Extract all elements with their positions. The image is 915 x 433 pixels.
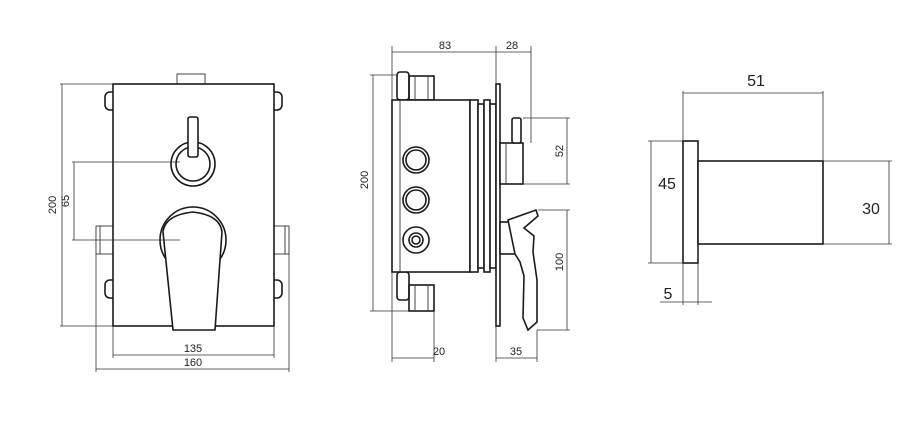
side-knob (499, 117, 524, 185)
wall-plate (495, 83, 501, 327)
side-view: 83 28 200 52 100 20 35 (359, 40, 570, 362)
side-dimensions (370, 46, 570, 362)
front-dim-total-width: 160 (184, 357, 202, 369)
knob-dim-length: 51 (747, 73, 765, 90)
side-dim-plate-depth: 28 (506, 40, 518, 52)
side-dim-total-height: 200 (359, 171, 371, 189)
valve-body (391, 99, 471, 273)
side-dim-knob-height: 52 (554, 145, 566, 157)
knob-dimensions (648, 91, 892, 305)
knob-dim-flange-height: 45 (658, 176, 676, 193)
front-dim-total-height: 200 (47, 196, 59, 214)
knob-dim-flange-thickness: 5 (664, 286, 673, 303)
knob-detail: 51 45 30 5 (648, 73, 892, 305)
side-dim-body-depth: 83 (439, 40, 451, 52)
knob-dim-body-height: 30 (862, 201, 880, 218)
front-view: 200 65 135 160 (47, 73, 290, 372)
flange-rings (469, 99, 497, 273)
side-dim-lever-height: 100 (554, 253, 566, 271)
side-dim-lever-depth: 35 (510, 346, 522, 358)
diverter-knob (170, 116, 216, 187)
side-studs (396, 71, 435, 312)
side-dim-bottom-offset: 20 (433, 346, 445, 358)
knob-body (697, 160, 824, 245)
knob-flange (682, 140, 699, 264)
front-dim-handle-offset: 65 (60, 195, 72, 207)
side-lever (499, 208, 539, 332)
front-dim-plate-width: 135 (184, 343, 202, 355)
front-dimensions (60, 83, 290, 372)
body-ports (402, 146, 430, 254)
